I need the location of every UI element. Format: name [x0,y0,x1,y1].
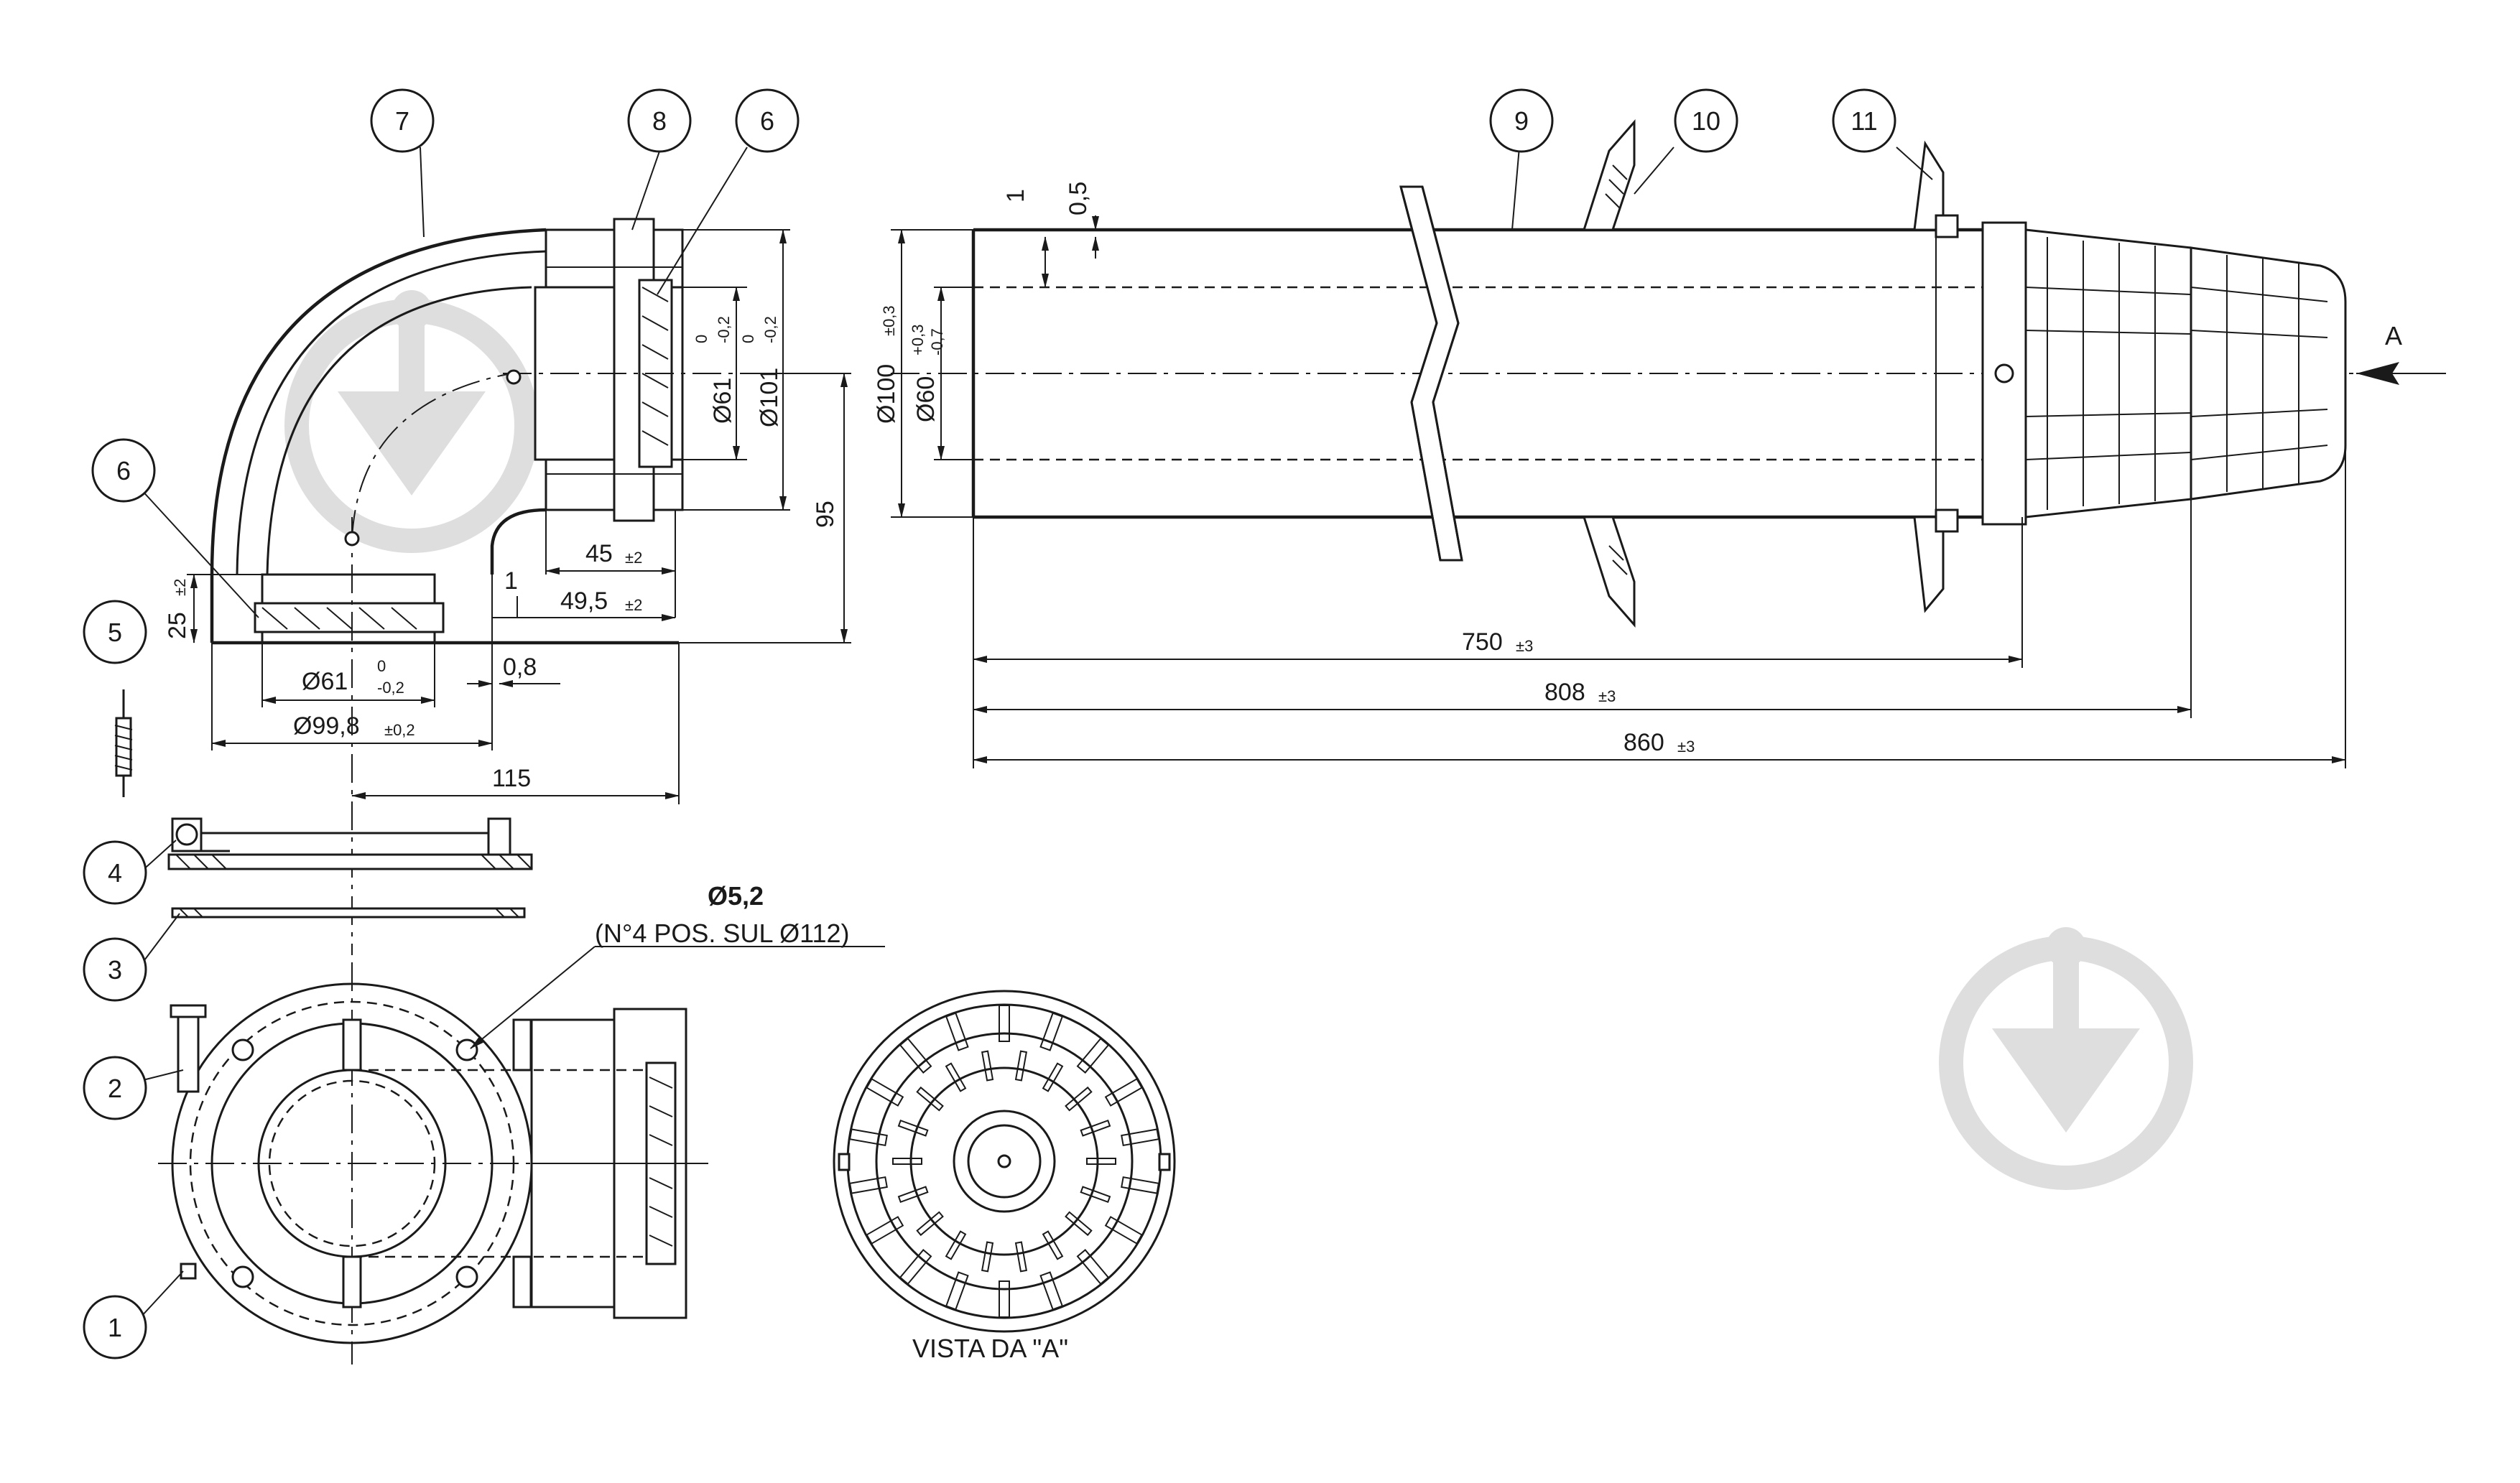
dim-d61-bottom-tol-upper: 0 [377,657,386,675]
dim-45: 45 [585,540,613,567]
view-caption: VISTA DA "A" [912,1334,1068,1363]
part-leaders [139,147,1933,1319]
dim-d60-tol-upper: +0,3 [909,325,927,355]
part-label-6-top: 6 [735,88,800,153]
dim-d99-8-tol: ±0,2 [384,721,415,739]
dim-49-5-tol: ±2 [625,596,642,614]
view-arrow-label: A [2385,321,2402,350]
part-label-7-text: 7 [395,106,409,136]
part-label-11-text: 11 [1850,106,1877,136]
hole-note: Ø5,2 (N°4 POS. SUL Ø112) [470,881,885,1049]
dim-808-tol: ±3 [1598,687,1616,705]
dim-d61-top: Ø61 [709,378,736,424]
dim-d61-bottom: Ø61 [302,668,348,695]
elbow-top-view [158,962,711,1365]
dim-750: 750 [1462,628,1503,656]
dim-25-tol: ±2 [171,579,189,596]
terminal-side-view: A [891,119,2446,628]
part-label-5-text: 5 [108,618,122,647]
part-label-2: 2 [83,1056,147,1120]
dim-d100-tol: ±0,3 [880,305,898,336]
dim-0-8: 0,8 [503,654,537,681]
dim-808: 808 [1544,679,1585,706]
part-label-8-text: 8 [652,106,667,136]
part-label-4: 4 [83,840,147,905]
dim-1-wall: 1 [1002,189,1029,203]
dim-860: 860 [1623,729,1664,756]
dim-45-tol: ±2 [625,549,642,567]
dim-d101-tol-upper: 0 [739,335,757,343]
part-label-5: 5 [83,600,147,664]
dim-49-5: 49,5 [560,587,608,615]
part-label-10-text: 10 [1692,106,1720,136]
part-label-1: 1 [83,1295,147,1359]
part-label-3-text: 3 [108,955,122,985]
part-label-3: 3 [83,937,147,1002]
dim-860-tol: ±3 [1677,738,1695,756]
part-label-9-text: 9 [1514,106,1529,136]
dim-d60: Ø60 [912,376,940,422]
part-label-2-text: 2 [108,1074,122,1103]
dim-d100: Ø100 [873,364,900,424]
dim-1-small: 1 [504,567,518,595]
gasket-part [171,907,526,919]
hole-diameter-note: Ø5,2 [708,881,764,911]
dim-115: 115 [492,765,531,792]
dim-d99-8: Ø99,8 [293,712,360,740]
part-label-6-top-text: 6 [760,106,774,136]
part-label-4-text: 4 [108,858,122,888]
dim-d101: Ø101 [756,368,783,427]
screw-part [114,689,133,797]
part-label-8: 8 [627,88,692,153]
flange-part [167,817,533,870]
terminal-dimensions: Ø100 ±0,3 Ø60 +0,3 -0,7 1 0,5 750 ±3 808… [873,182,2346,768]
watermark-logo-left [284,290,539,553]
dim-d61-top-tol-lower: -0,2 [715,316,733,343]
elbow-side-view [210,218,754,955]
part-label-11: 11 [1832,88,1896,153]
dim-95: 95 [812,501,839,528]
dim-d61-top-tol-upper: 0 [692,335,710,343]
dim-0-5: 0,5 [1065,182,1092,215]
part-label-6-left-text: 6 [116,456,131,485]
dim-d60-tol-lower: -0,7 [928,328,946,355]
watermark-logo-right [1939,927,2193,1190]
terminal-front-view: VISTA DA "A" [833,990,1176,1363]
elbow-dimensions: Ø61 0 -0,2 Ø101 0 -0,2 95 45 ±2 49,5 ±2 … [164,229,851,804]
part-label-1-text: 1 [108,1313,122,1342]
dim-25: 25 [164,612,191,639]
hole-position-note: (N°4 POS. SUL Ø112) [595,919,850,948]
dim-d61-bottom-tol-lower: -0,2 [377,679,404,697]
part-label-6-left: 6 [91,438,156,503]
part-label-10: 10 [1674,88,1738,153]
part-label-9: 9 [1489,88,1554,153]
dim-d101-tol-lower: -0,2 [761,316,779,343]
part-label-7: 7 [370,88,435,153]
dim-750-tol: ±3 [1516,637,1533,655]
